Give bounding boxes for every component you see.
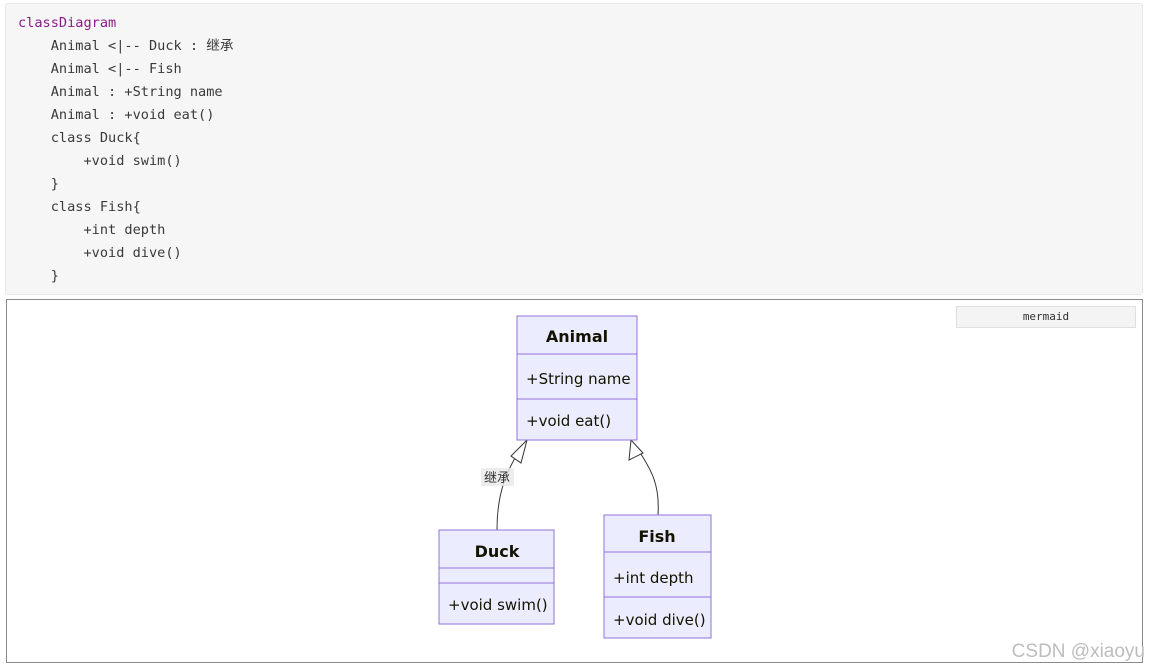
inheritance-arrow-icon xyxy=(628,438,644,461)
code-block: classDiagram Animal <|-- Duck : 继承 Anima… xyxy=(5,3,1143,295)
class-method: +void eat() xyxy=(526,412,611,430)
class-box xyxy=(516,315,638,441)
class-name: Fish xyxy=(638,527,675,546)
code-line: } xyxy=(18,176,59,192)
code-line: class Duck{ xyxy=(18,130,141,146)
code-lines: classDiagram Animal <|-- Duck : 继承 Anima… xyxy=(18,14,233,290)
diagram-panel: mermaid 继承 Animal +String name +void eat… xyxy=(6,299,1143,663)
class-name: Duck xyxy=(475,542,520,561)
class-method: +void swim() xyxy=(448,596,548,614)
class-name: Animal xyxy=(546,327,608,346)
class-box xyxy=(603,514,712,639)
class-box xyxy=(438,529,555,625)
relation-label-inherit: 继承 xyxy=(484,471,510,486)
code-line: +int depth xyxy=(18,222,166,238)
class-method: +void dive() xyxy=(613,611,706,629)
code-line: classDiagram xyxy=(18,15,117,31)
code-line: Animal <|-- Fish xyxy=(18,61,182,77)
watermark: CSDN @xiaoyu xyxy=(1011,641,1145,662)
class-fish[interactable]: Fish +int depth +void dive() xyxy=(603,514,712,639)
code-line: } xyxy=(18,268,59,284)
inheritance-arrow-icon xyxy=(510,438,528,464)
code-line: Animal <|-- Duck : 继承 xyxy=(18,38,234,54)
class-attribute: +int depth xyxy=(613,569,694,587)
relation-label-bg xyxy=(481,468,514,486)
class-animal[interactable]: Animal +String name +void eat() xyxy=(516,315,638,441)
class-diagram: 继承 Animal +String name +void eat() Duck … xyxy=(438,315,712,639)
code-line: Animal : +String name xyxy=(18,84,223,100)
class-attribute: +String name xyxy=(526,370,631,388)
code-line: +void dive() xyxy=(18,245,182,261)
language-label-button[interactable]: mermaid xyxy=(956,306,1136,328)
class-duck[interactable]: Duck +void swim() xyxy=(438,529,555,625)
code-line: class Fish{ xyxy=(18,199,141,215)
code-line: Animal : +void eat() xyxy=(18,107,215,123)
code-line: +void swim() xyxy=(18,153,182,169)
